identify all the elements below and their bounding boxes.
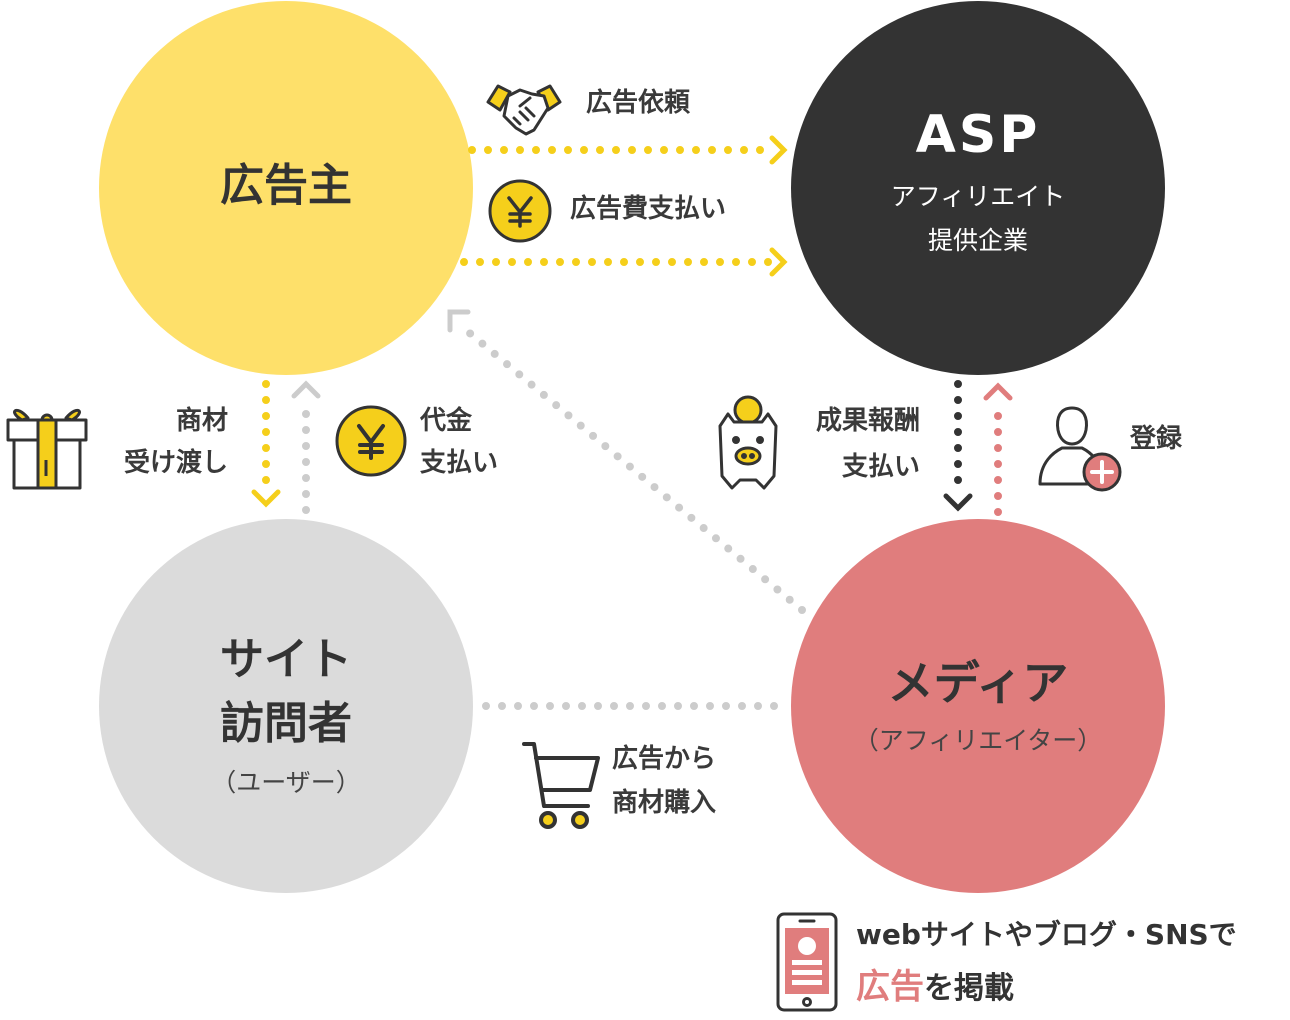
ad-request-label: 広告依頼 xyxy=(586,88,691,118)
smartphone-icon xyxy=(776,912,838,1012)
purchase-label-line2: 商材購入 xyxy=(612,788,717,818)
publish-rest: を掲載 xyxy=(924,971,1014,1006)
goods-delivery-label-line2: 受け渡し xyxy=(123,448,228,478)
gift-box-icon xyxy=(6,408,88,490)
payment-arrow xyxy=(291,380,321,514)
asp-title: ASP xyxy=(915,105,1041,165)
publish-highlight: 広告 xyxy=(856,967,924,1007)
reward-label-line2: 支払い xyxy=(841,452,920,482)
shopping-cart-icon xyxy=(522,742,600,829)
visitor-title-line2: 訪問者 xyxy=(220,698,352,749)
handshake-icon xyxy=(486,84,562,136)
publish-label-line2: 広告を掲載 xyxy=(856,964,1014,1011)
advertiser-circle xyxy=(99,1,473,375)
ad-fee-label: 広告費支払い xyxy=(570,194,727,224)
piggy-bank-icon xyxy=(718,395,778,490)
asp-subtitle-line1: アフィリエイト xyxy=(890,182,1066,211)
visitor-subtitle: （ユーザー） xyxy=(211,768,361,797)
publish-label-line1: webサイトやブログ・SNSで xyxy=(856,918,1237,951)
payment-label-line2: 支払い xyxy=(420,448,499,478)
goods-delivery-label-line1: 商材 xyxy=(175,406,228,436)
reward-arrow xyxy=(943,380,973,512)
visitor-circle xyxy=(99,519,473,893)
media-title: メディア xyxy=(887,656,1069,710)
payment-label-line1: 代金 xyxy=(420,406,473,436)
ad-request-arrow xyxy=(468,135,788,165)
asp-circle xyxy=(791,1,1165,375)
visitor-title-line1: サイト xyxy=(220,634,352,685)
reward-label-line1: 成果報酬 xyxy=(815,406,920,436)
goods-delivery-arrow xyxy=(251,380,281,508)
yen-coin-icon xyxy=(488,179,552,243)
ad-fee-arrow xyxy=(460,247,788,277)
user-add-icon xyxy=(1038,406,1122,492)
media-circle xyxy=(791,519,1165,893)
media-subtitle: （アフィリエイター） xyxy=(853,726,1103,755)
yen-coin-icon xyxy=(335,405,407,477)
asp-subtitle-line2: 提供企業 xyxy=(927,226,1028,255)
media-to-advertiser-arrow xyxy=(447,309,806,614)
purchase-label-line1: 広告から xyxy=(612,744,717,774)
register-arrow xyxy=(983,382,1013,516)
advertiser-title: 広告主 xyxy=(220,160,352,211)
register-label: 登録 xyxy=(1130,424,1183,454)
